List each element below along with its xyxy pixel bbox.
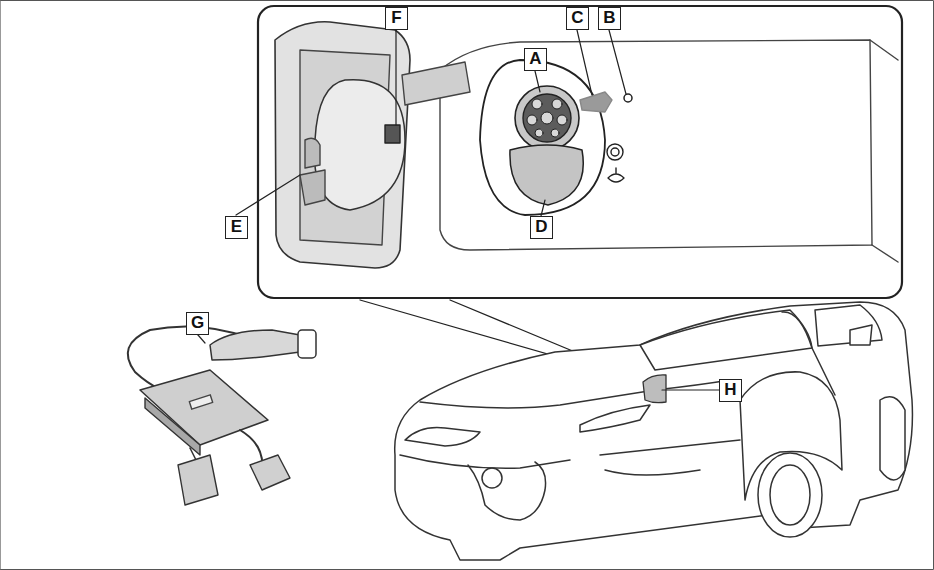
callout-letter: B bbox=[598, 7, 621, 30]
callout-letter: D bbox=[530, 216, 553, 239]
cable-tag bbox=[178, 455, 218, 505]
leader-g bbox=[198, 335, 205, 343]
panel-edge bbox=[870, 40, 898, 262]
control-box-display bbox=[189, 395, 212, 409]
lock-symbol bbox=[608, 168, 624, 182]
lid-latch bbox=[385, 125, 400, 143]
connector-head bbox=[298, 330, 316, 358]
inlet-cover bbox=[510, 145, 583, 205]
callout-letter: E bbox=[225, 216, 248, 239]
charging-lid bbox=[275, 22, 410, 268]
port-button bbox=[607, 144, 623, 160]
leader-lines bbox=[236, 30, 626, 216]
inset-frame bbox=[258, 6, 902, 298]
wall-plug bbox=[250, 455, 290, 490]
vehicle bbox=[395, 302, 913, 560]
charge-indicator-light bbox=[580, 92, 612, 112]
indicator-lamp bbox=[624, 94, 632, 102]
car-charging-lid bbox=[643, 375, 666, 403]
inlet-face bbox=[523, 94, 571, 142]
port-button-inner bbox=[611, 148, 619, 156]
inlet-pins bbox=[527, 99, 567, 137]
lid-ring bbox=[314, 80, 405, 210]
leader-h bbox=[662, 389, 720, 390]
callout-letter: F bbox=[385, 7, 408, 30]
body-panel bbox=[440, 40, 872, 250]
lid-hinge bbox=[402, 62, 470, 105]
control-box bbox=[140, 370, 268, 445]
charging-inlet bbox=[515, 86, 579, 150]
callout-letter: C bbox=[566, 7, 589, 30]
lid-clips bbox=[300, 138, 325, 205]
callout-letter: G bbox=[186, 312, 209, 335]
callout-letter: H bbox=[719, 379, 742, 402]
port-housing bbox=[480, 60, 605, 215]
callout-letter: A bbox=[524, 48, 547, 71]
charging-connector bbox=[210, 330, 300, 360]
